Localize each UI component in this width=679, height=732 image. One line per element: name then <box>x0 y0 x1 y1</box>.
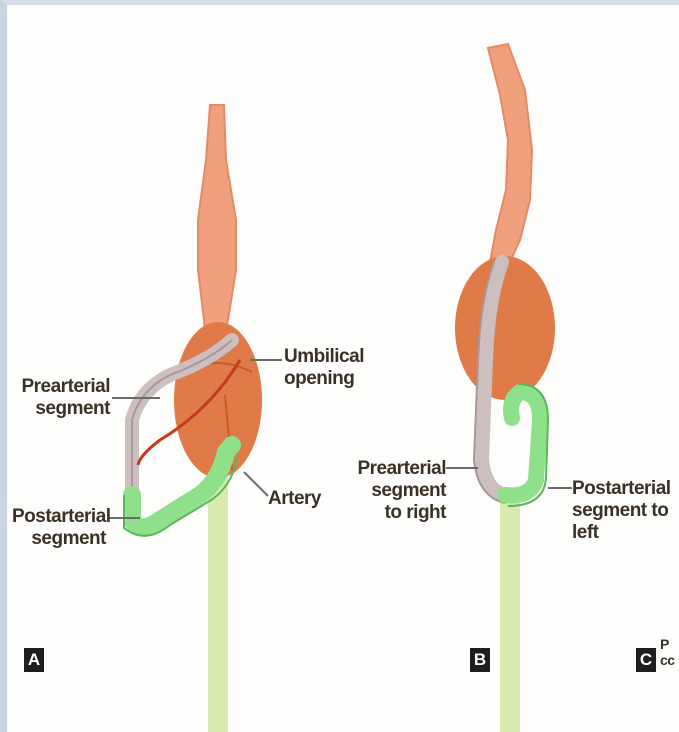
leader-artery-a <box>244 472 268 496</box>
label-umbilical-opening: Umbilical opening <box>284 346 364 390</box>
foregut-tube-a <box>198 105 236 345</box>
label-postarterial-segment: Postarterial segment <box>12 506 106 550</box>
label-artery: Artery <box>268 488 321 510</box>
umbilical-mass-b <box>455 256 555 400</box>
panel-tag-c: C <box>636 648 656 672</box>
label-panel-c-partial: P cc <box>660 636 675 668</box>
panel-tag-a: A <box>24 648 44 672</box>
label-postarterial-segment-left: Postarterial segment to left <box>572 478 679 544</box>
foregut-tube-b <box>488 44 532 262</box>
label-prearterial-segment-right: Prearterial segment to right <box>350 458 446 524</box>
postarterial-loop-b <box>505 392 540 495</box>
panel-tag-b: B <box>470 648 490 672</box>
artery-stem-b <box>500 500 520 732</box>
label-prearterial-segment: Prearterial segment <box>20 376 110 420</box>
artery-stem-a <box>208 470 228 732</box>
